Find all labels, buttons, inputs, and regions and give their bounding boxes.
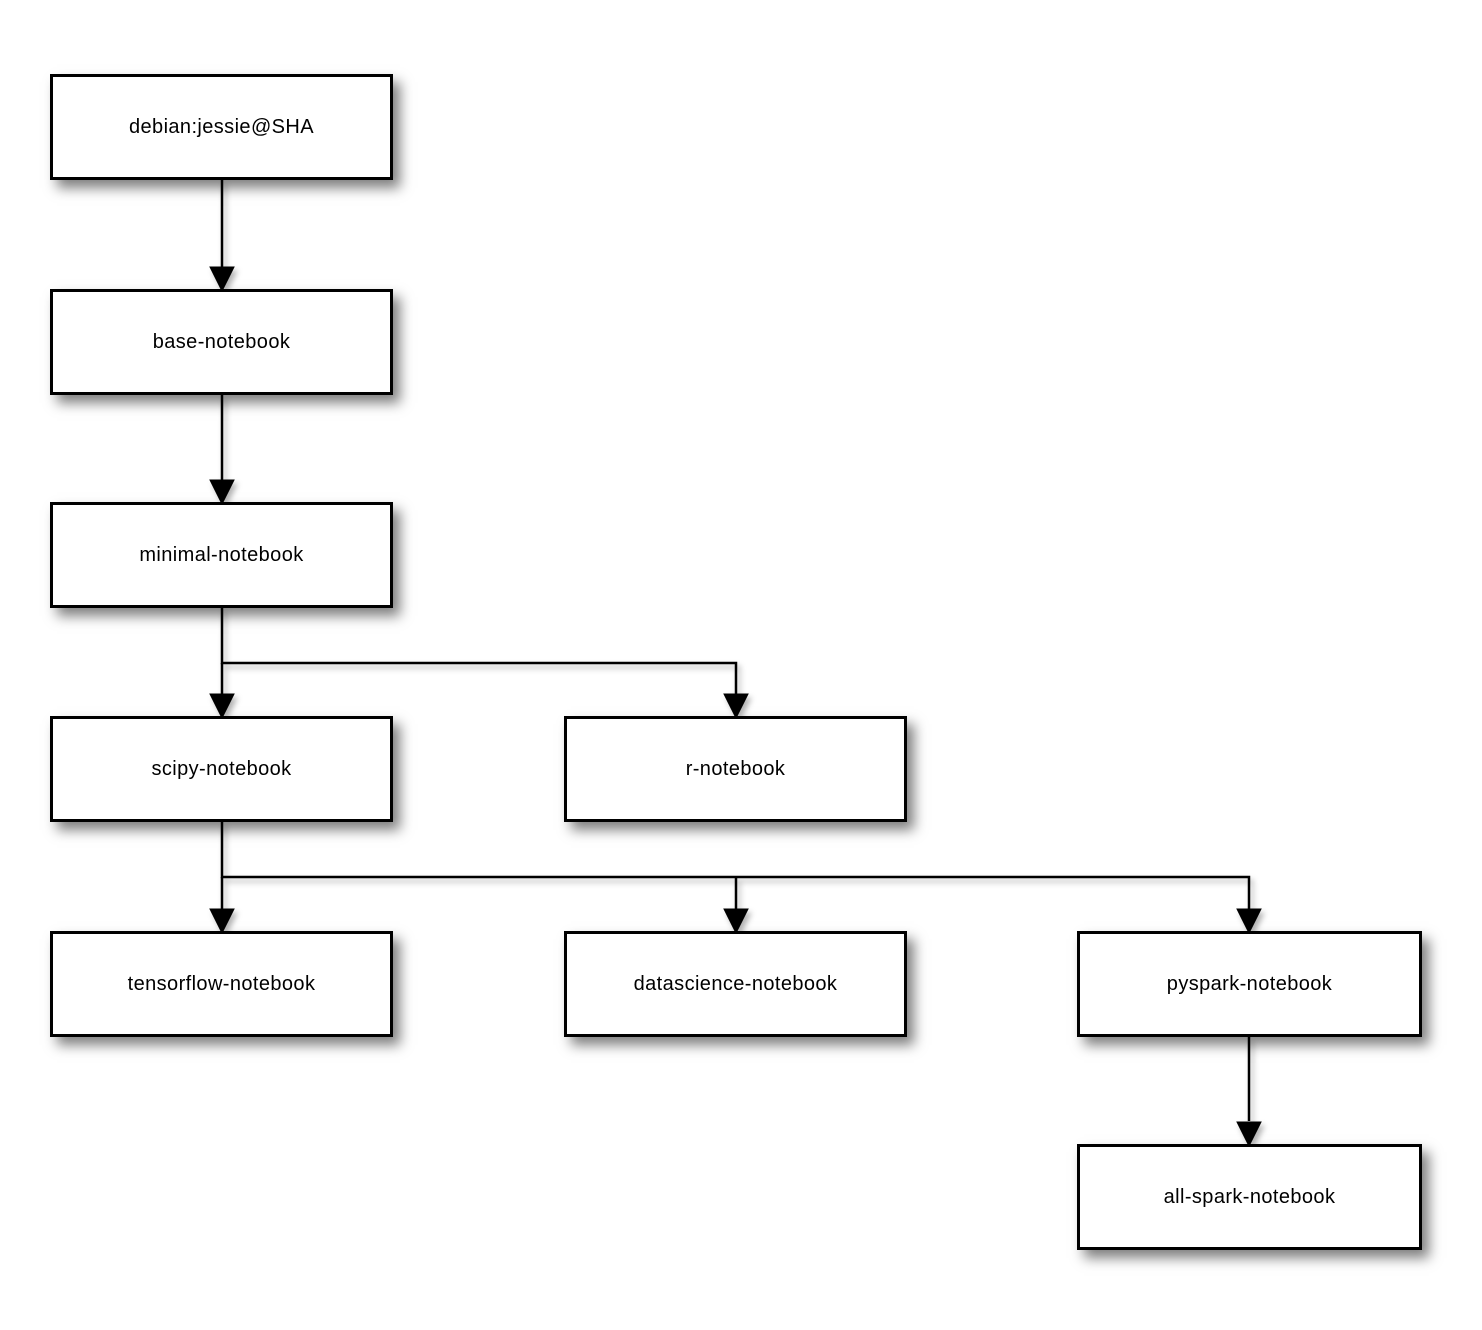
node-datascience-notebook: datascience-notebook [564, 931, 907, 1037]
arrowhead-icon [723, 908, 749, 935]
node-tensorflow-notebook: tensorflow-notebook [50, 931, 393, 1037]
node-scipy-notebook: scipy-notebook [50, 716, 393, 822]
edge-minimal-to-scipy-and-r [209, 607, 749, 720]
node-base-notebook: base-notebook [50, 289, 393, 395]
node-all-spark-notebook: all-spark-notebook [1077, 1144, 1422, 1250]
node-label: minimal-notebook [139, 543, 304, 566]
arrowhead-icon [1236, 1121, 1262, 1148]
node-label: scipy-notebook [151, 757, 292, 780]
arrowhead-icon [723, 693, 749, 720]
node-pyspark-notebook: pyspark-notebook [1077, 931, 1422, 1037]
edge-debian-to-base [209, 180, 235, 293]
edge-base-to-minimal [209, 395, 235, 506]
arrowhead-icon [209, 908, 235, 935]
node-label: datascience-notebook [633, 972, 838, 995]
arrowhead-icon [209, 693, 235, 720]
node-label: r-notebook [685, 757, 786, 780]
node-label: tensorflow-notebook [127, 972, 316, 995]
arrowhead-icon [209, 266, 235, 293]
node-label: all-spark-notebook [1163, 1185, 1336, 1208]
node-debian-jessie: debian:jessie@SHA [50, 74, 393, 180]
node-label: debian:jessie@SHA [129, 115, 314, 138]
edge-pyspark-to-allspark [1236, 1037, 1262, 1148]
node-label: pyspark-notebook [1166, 972, 1333, 995]
node-label: base-notebook [152, 330, 291, 353]
arrowhead-icon [1236, 908, 1262, 935]
edge-scipy-to-children [209, 822, 1262, 935]
node-minimal-notebook: minimal-notebook [50, 502, 393, 608]
arrowhead-icon [209, 479, 235, 506]
node-r-notebook: r-notebook [564, 716, 907, 822]
